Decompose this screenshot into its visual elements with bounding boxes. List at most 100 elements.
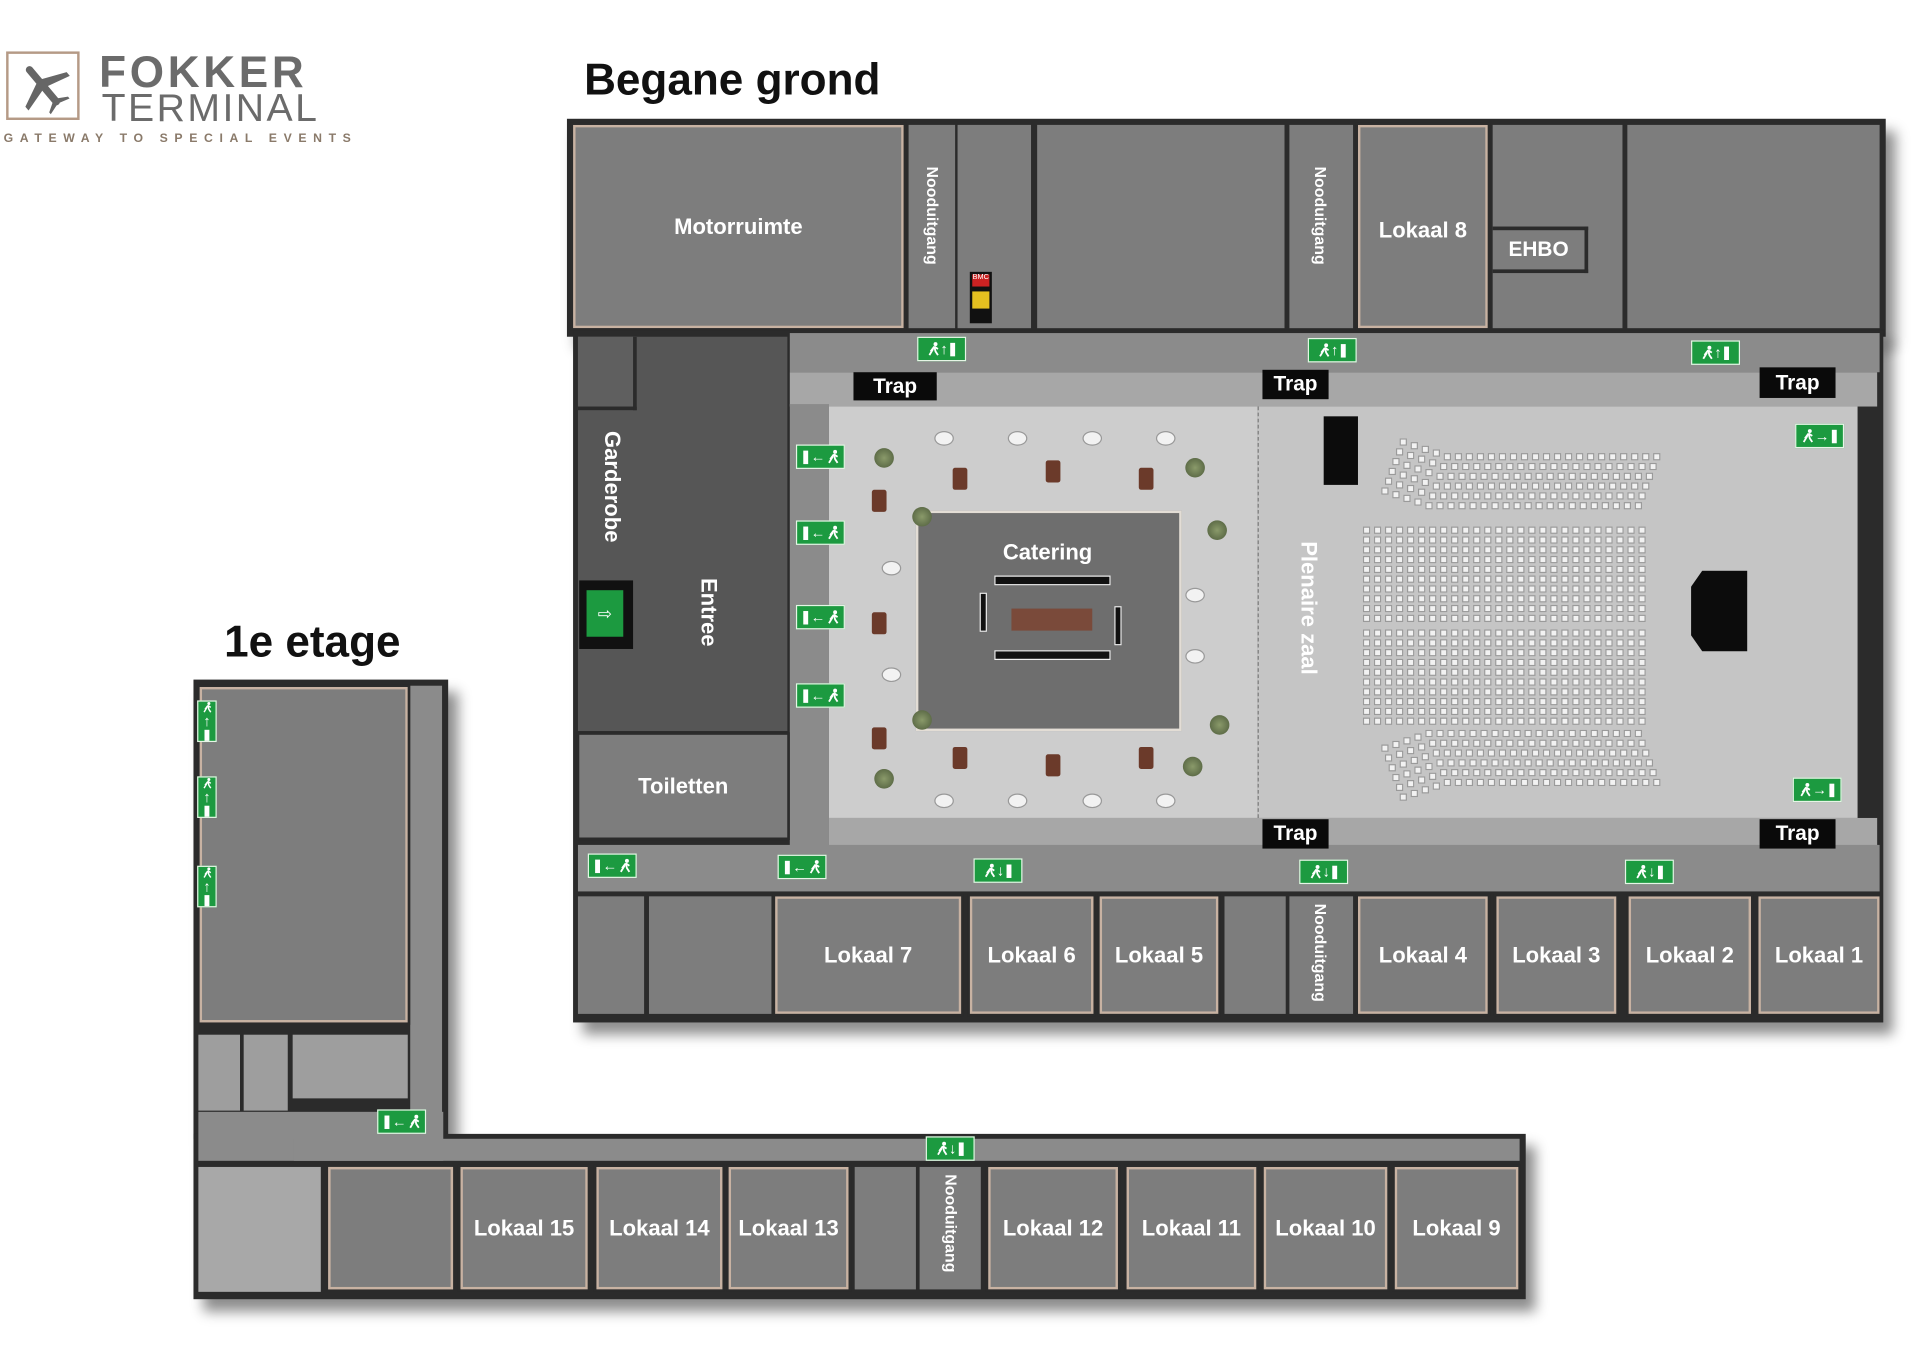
- seat: [1484, 614, 1492, 623]
- seat: [1373, 639, 1382, 647]
- seat: [1388, 467, 1396, 476]
- seat: [1406, 697, 1415, 706]
- seat: [1454, 749, 1463, 757]
- seat: [1473, 462, 1481, 471]
- seat: [1524, 472, 1532, 481]
- seat: [1451, 688, 1459, 696]
- room-lokaal-15[interactable]: Lokaal 15: [457, 1164, 591, 1292]
- seat: [1572, 697, 1580, 706]
- seat: [1395, 604, 1404, 613]
- seat: [1616, 585, 1624, 593]
- seat: [1440, 639, 1448, 647]
- seat: [1473, 697, 1481, 706]
- room-motorruimte[interactable]: Motorruimte: [570, 122, 907, 331]
- seat: [1561, 648, 1569, 657]
- seat: [1440, 595, 1448, 603]
- seat: [1428, 658, 1437, 667]
- seat: [1616, 697, 1624, 706]
- plant-icon: [1182, 756, 1203, 777]
- room-lokaal-7[interactable]: Lokaal 7: [772, 893, 964, 1017]
- room-lokaal-13[interactable]: Lokaal 13: [726, 1164, 852, 1292]
- main-entrance-door-icon[interactable]: ⇨: [579, 580, 634, 649]
- room-label: Motorruimte: [674, 213, 803, 239]
- room-toiletten[interactable]: Toiletten: [576, 732, 790, 841]
- seat: [1414, 766, 1422, 774]
- seat: [1506, 536, 1514, 544]
- room-lokaal-14[interactable]: Lokaal 14: [593, 1164, 725, 1292]
- seat: [1484, 492, 1492, 500]
- seat: [1417, 488, 1426, 496]
- seat: [1473, 717, 1481, 725]
- dining-table: [1045, 754, 1061, 777]
- seat: [1572, 585, 1580, 593]
- seat: [1550, 648, 1558, 657]
- bmc-panel-icon: BMC: [969, 271, 992, 324]
- room-lokaal-2[interactable]: Lokaal 2: [1626, 893, 1754, 1017]
- seat: [1616, 555, 1624, 564]
- seat: [1440, 546, 1448, 554]
- seat: [1561, 697, 1569, 706]
- seat: [1406, 585, 1415, 593]
- seat: [1572, 658, 1580, 667]
- seat: [1627, 526, 1635, 534]
- seat: [1487, 453, 1496, 461]
- seat: [1564, 778, 1573, 787]
- seat: [1417, 707, 1426, 716]
- seat: [1484, 536, 1492, 544]
- seat: [1550, 555, 1558, 564]
- seat: [1384, 477, 1393, 485]
- seat: [1509, 749, 1518, 757]
- seat: [1638, 717, 1646, 725]
- seat: [1417, 717, 1426, 725]
- room-lokaal-4[interactable]: Lokaal 4: [1355, 893, 1491, 1017]
- seat: [1605, 575, 1613, 583]
- seat: [1561, 614, 1569, 623]
- seat: [1528, 658, 1536, 667]
- room-lokaal-12[interactable]: Lokaal 12: [985, 1164, 1121, 1292]
- seat: [1553, 453, 1562, 461]
- seat: [1440, 629, 1448, 637]
- seat: [1649, 768, 1657, 777]
- seat: [1605, 546, 1613, 554]
- dining-table: [1138, 467, 1154, 490]
- room-lokaal-6[interactable]: Lokaal 6: [967, 893, 1096, 1017]
- seat: [1491, 759, 1499, 767]
- seat: [1462, 707, 1470, 716]
- room-lokaal-8[interactable]: Lokaal 8: [1355, 122, 1491, 331]
- seat: [1612, 729, 1621, 738]
- seat: [1417, 536, 1426, 544]
- seat: [1638, 585, 1646, 593]
- seat: [1594, 614, 1602, 623]
- room-lokaal-1[interactable]: Lokaal 1: [1755, 893, 1883, 1017]
- seat: [1616, 639, 1624, 647]
- room-label: EHBO: [1508, 237, 1569, 261]
- seat: [1417, 678, 1426, 686]
- room-first-floor-hall[interactable]: [197, 684, 411, 1025]
- seat: [1451, 614, 1459, 623]
- seat: [1572, 629, 1580, 637]
- seat: [1506, 604, 1514, 613]
- room-lokaal-9[interactable]: Lokaal 9: [1392, 1164, 1521, 1292]
- room-lokaal-11[interactable]: Lokaal 11: [1124, 1164, 1259, 1292]
- seat: [1469, 502, 1477, 510]
- seat: [1634, 502, 1643, 510]
- room-ehbo[interactable]: EHBO: [1492, 226, 1589, 274]
- room-lokaal-3[interactable]: Lokaal 3: [1493, 893, 1619, 1017]
- round-table: [1007, 431, 1028, 446]
- room-unnamed-south-1: [577, 896, 645, 1014]
- seat: [1440, 575, 1448, 583]
- seat: [1528, 565, 1536, 574]
- seat: [1517, 546, 1525, 554]
- room-lokaal-10[interactable]: Lokaal 10: [1261, 1164, 1390, 1292]
- room-lokaal-5[interactable]: Lokaal 5: [1097, 893, 1221, 1017]
- seat: [1605, 595, 1613, 603]
- seat: [1451, 668, 1459, 676]
- seat: [1498, 749, 1507, 757]
- seat: [1524, 729, 1532, 738]
- seat: [1495, 707, 1503, 716]
- seat: [1594, 768, 1602, 777]
- seat: [1517, 565, 1525, 574]
- emergency-exit-icon: ←: [795, 683, 845, 708]
- seat: [1462, 526, 1470, 534]
- seat: [1506, 739, 1514, 747]
